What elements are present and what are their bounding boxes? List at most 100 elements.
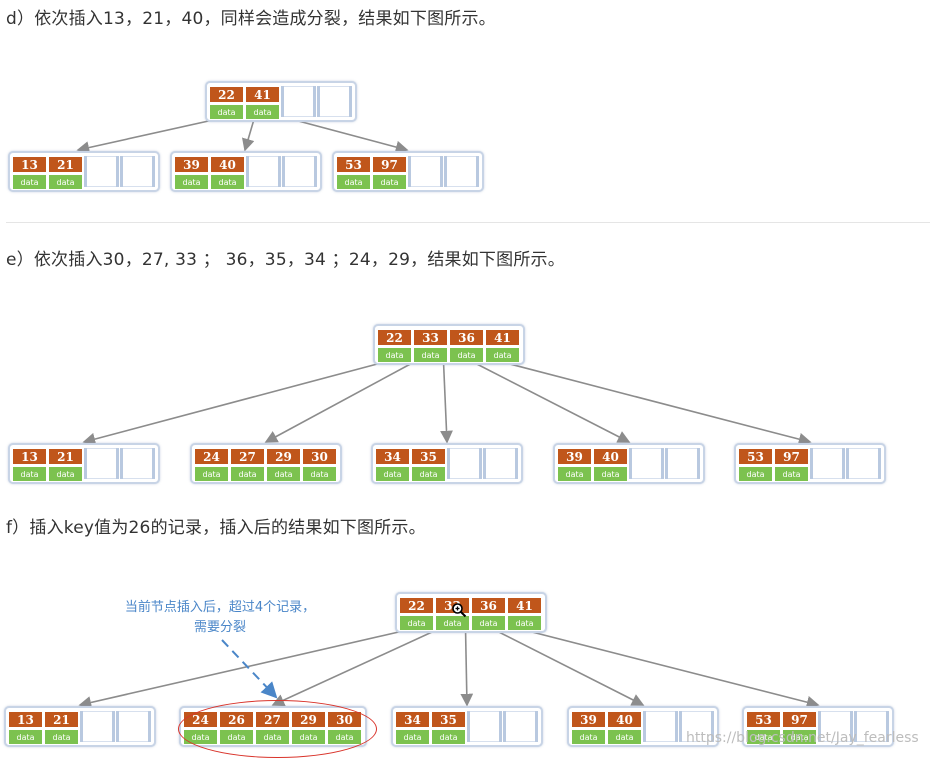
empty-slot [282,156,317,187]
data-pointer: data [174,174,209,190]
key-value: 13 [8,711,43,728]
data-pointer: data [395,729,430,745]
key-value: 40 [210,156,245,173]
empty-slot [80,711,115,742]
key-value: 22 [209,86,244,103]
key-value: 33 [413,329,448,346]
tree-edge [76,119,214,154]
data-pointer: data [266,466,301,482]
caption-step-e: e）依次插入30，27, 33 ； 36，35，34 ；24，29，结果如下图所… [6,250,565,270]
data-pointer: data [44,729,79,745]
key-value: 27 [230,448,265,465]
key-value: 22 [399,597,434,614]
data-pointer: data [774,466,809,482]
empty-slot [818,711,853,742]
empty-slot [444,156,479,187]
data-pointer: data [8,729,43,745]
data-pointer: data [245,104,280,120]
empty-slot [643,711,678,742]
data-pointer: data [782,729,817,745]
tree-edge [264,362,413,443]
caption-step-d: d）依次插入13，21，40，同样会造成分裂，结果如下图所示。 [6,9,496,29]
empty-slot [84,156,119,187]
data-pointer: data [593,466,628,482]
data-pointer: data [738,466,773,482]
key-value: 36 [471,597,506,614]
key-value: 29 [266,448,301,465]
tree-edge [78,630,404,709]
tree-edge [505,362,812,446]
empty-slot [116,711,151,742]
data-pointer: data [48,466,83,482]
data-pointer: data [413,347,448,363]
key-value: 97 [774,448,809,465]
key-value: 24 [194,448,229,465]
key-value: 13 [12,448,47,465]
data-pointer: data [557,466,592,482]
empty-slot [854,711,889,742]
empty-slot [629,448,664,479]
empty-slot [246,156,281,187]
key-value: 21 [44,711,79,728]
tree-edge [271,630,435,707]
data-pointer: data [230,466,265,482]
key-value: 53 [746,711,781,728]
empty-slot [408,156,443,187]
empty-slot [679,711,714,742]
empty-slot [467,711,502,742]
data-pointer: data [210,174,245,190]
key-value: 22 [377,329,412,346]
key-value: 40 [607,711,642,728]
empty-slot [503,711,538,742]
key-value: 30 [302,448,337,465]
data-pointer: data [12,466,47,482]
data-pointer: data [375,466,410,482]
key-value: 34 [395,711,430,728]
empty-slot [281,86,316,117]
empty-slot [665,448,700,479]
zoom-in-icon[interactable] [451,602,467,618]
data-pointer: data [336,174,371,190]
key-value: 13 [12,156,47,173]
data-pointer: data [48,174,83,190]
empty-slot [483,448,518,479]
key-value: 53 [738,448,773,465]
data-pointer: data [209,104,244,120]
data-pointer: data [399,615,434,631]
data-pointer: data [431,729,466,745]
empty-slot [846,448,881,479]
key-value: 53 [336,156,371,173]
key-value: 35 [411,448,446,465]
